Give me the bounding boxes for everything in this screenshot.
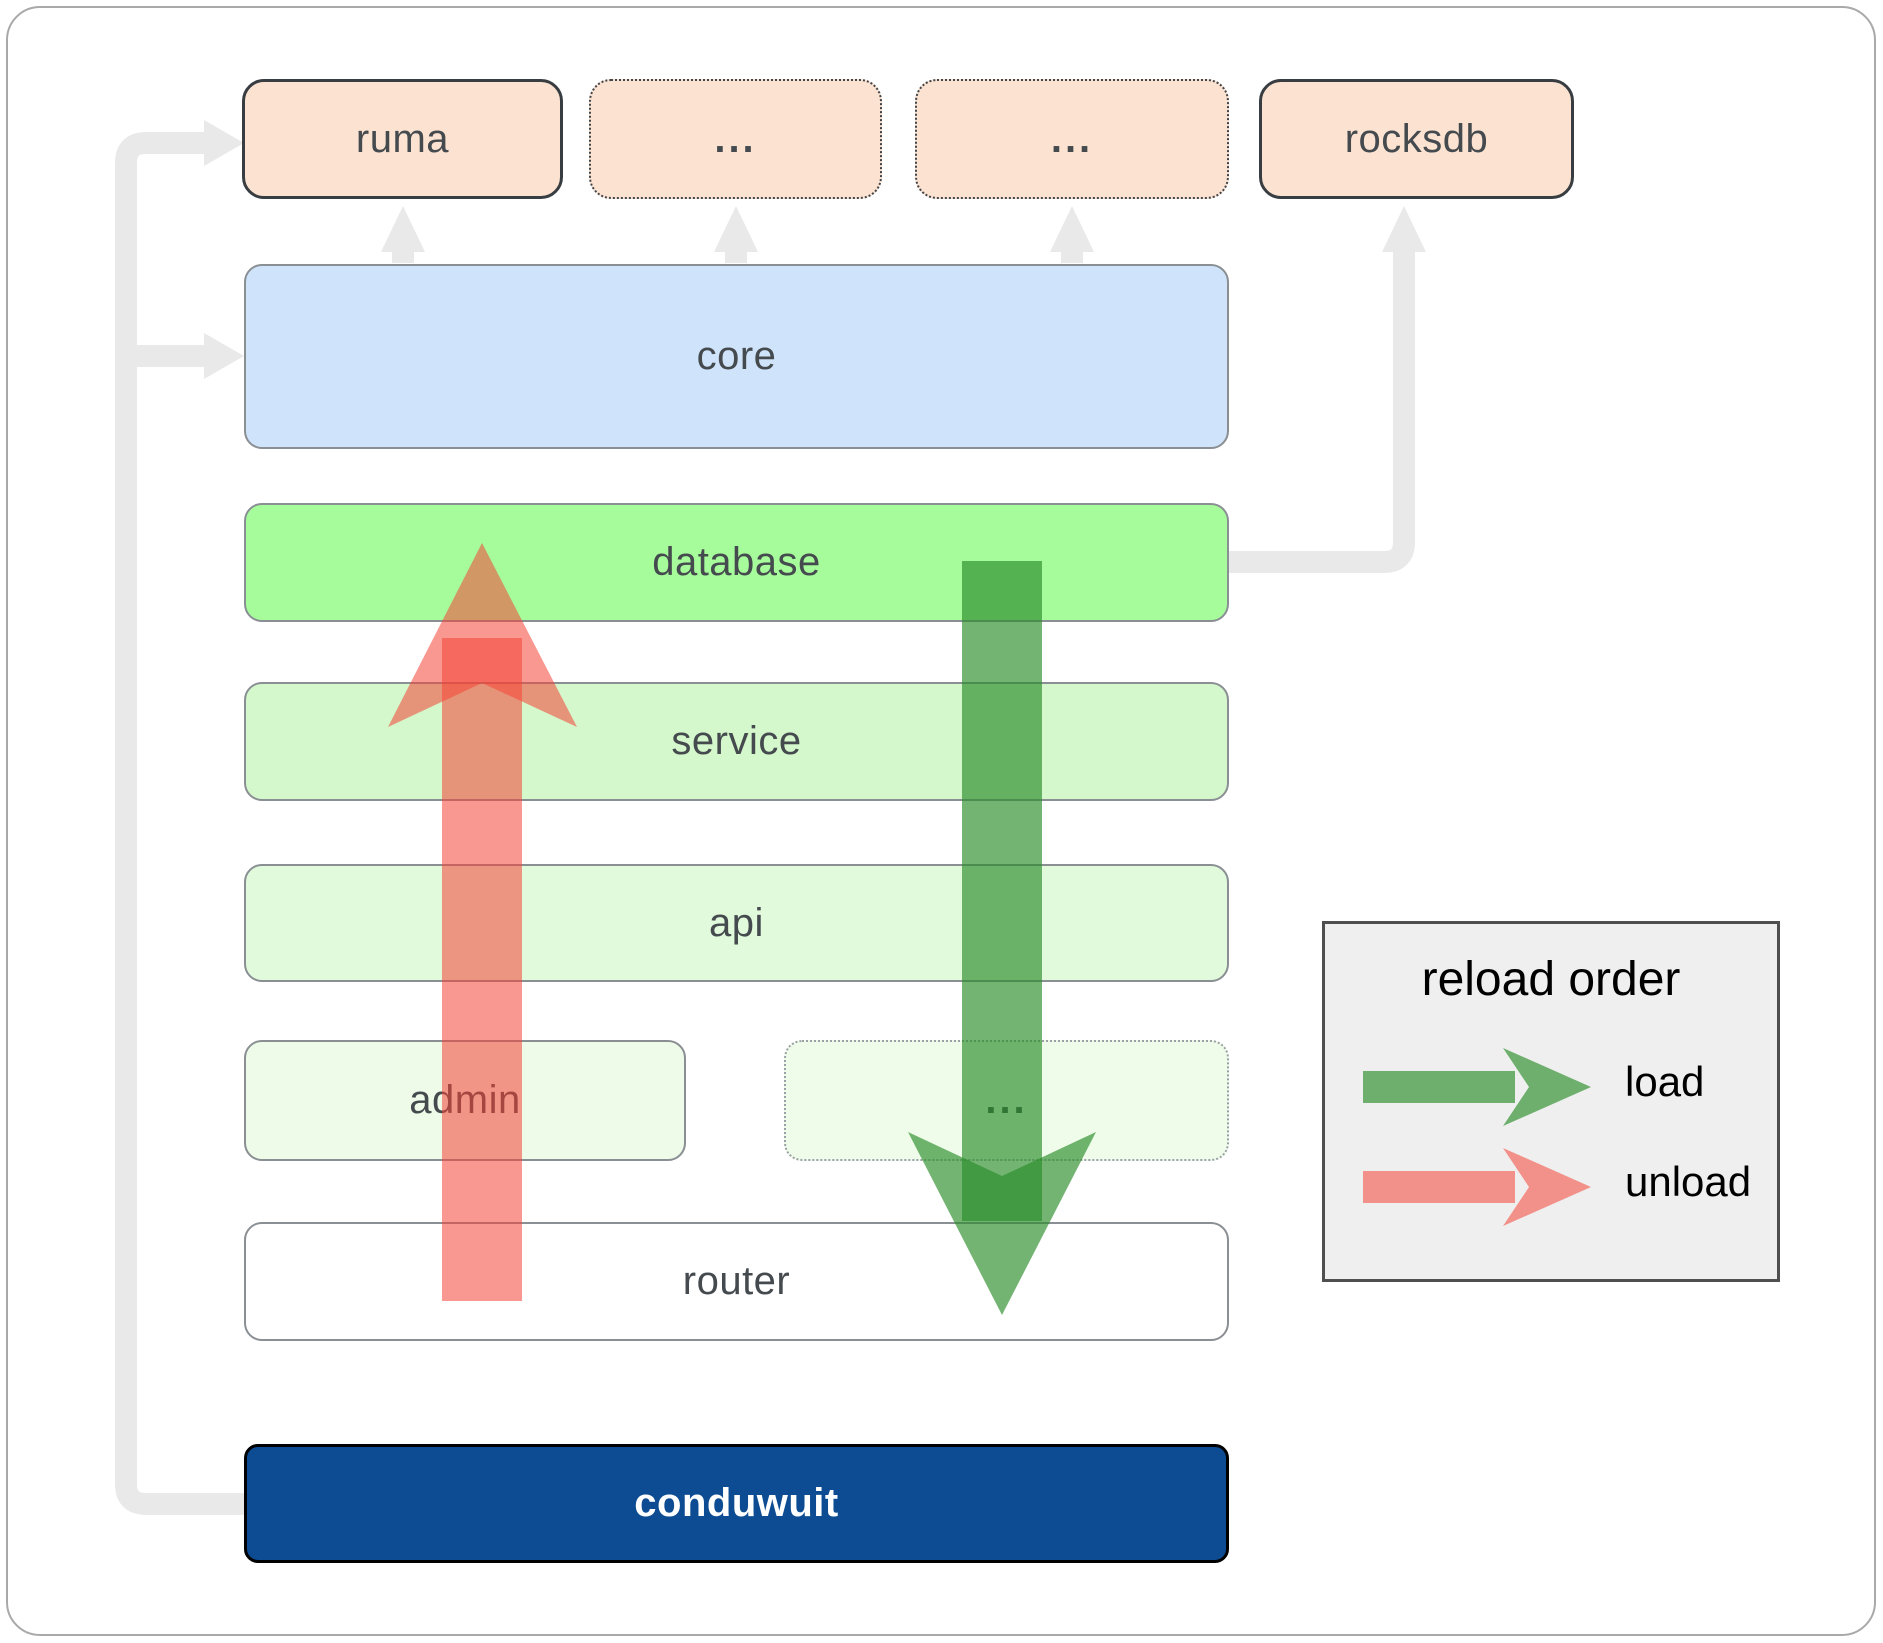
api-box: api <box>244 864 1229 982</box>
rocksdb-box: rocksdb <box>1259 79 1574 199</box>
ellipsis-label: ... <box>1050 116 1094 161</box>
ruma-label: ruma <box>355 116 450 161</box>
database-box: database <box>244 503 1229 622</box>
core-label: core <box>696 334 777 378</box>
service-label: service <box>671 719 802 763</box>
conduwuit-box: conduwuit <box>244 1444 1229 1563</box>
database-label: database <box>652 540 821 584</box>
legend-load-label: load <box>1625 1058 1705 1105</box>
arrowhead-into-rocksdb-icon <box>1382 206 1426 252</box>
ellipsis-label: ... <box>714 116 757 161</box>
conduwuit-label: conduwuit <box>634 1481 839 1525</box>
legend-title: reload order <box>1421 953 1681 1006</box>
arrowhead-into-ruma-icon <box>204 120 244 166</box>
unload-arrow-icon <box>1363 1148 1591 1226</box>
ruma-box: ruma <box>242 79 563 199</box>
rocksdb-label: rocksdb <box>1344 116 1489 161</box>
router-box: router <box>244 1222 1229 1341</box>
legend: reload order load unload <box>1322 921 1780 1282</box>
admin-box: admin <box>244 1040 686 1161</box>
conduwuit-to-ruma-connector <box>115 132 244 1515</box>
ellipsis-box-1: ... <box>589 79 882 199</box>
database-to-rocksdb-connector <box>1229 252 1415 573</box>
admin-ellipsis-box: ... <box>784 1040 1229 1161</box>
arrowhead-core-to-ellipsis2-icon <box>1050 206 1094 252</box>
arrowhead-core-to-ellipsis1-icon <box>714 206 758 252</box>
router-label: router <box>682 1259 791 1303</box>
load-arrow-icon <box>1363 1048 1591 1126</box>
core-box: core <box>244 264 1229 449</box>
legend-unload-label: unload <box>1625 1158 1752 1205</box>
arrowhead-core-to-ruma-icon <box>381 206 425 252</box>
page-border <box>6 6 1876 1636</box>
api-label: api <box>709 900 764 945</box>
ellipsis-box-2: ... <box>915 79 1229 199</box>
service-box: service <box>244 682 1229 801</box>
arrowhead-into-core-icon <box>204 333 244 379</box>
admin-label: admin <box>409 1078 521 1122</box>
ellipsis-label: ... <box>985 1078 1028 1122</box>
